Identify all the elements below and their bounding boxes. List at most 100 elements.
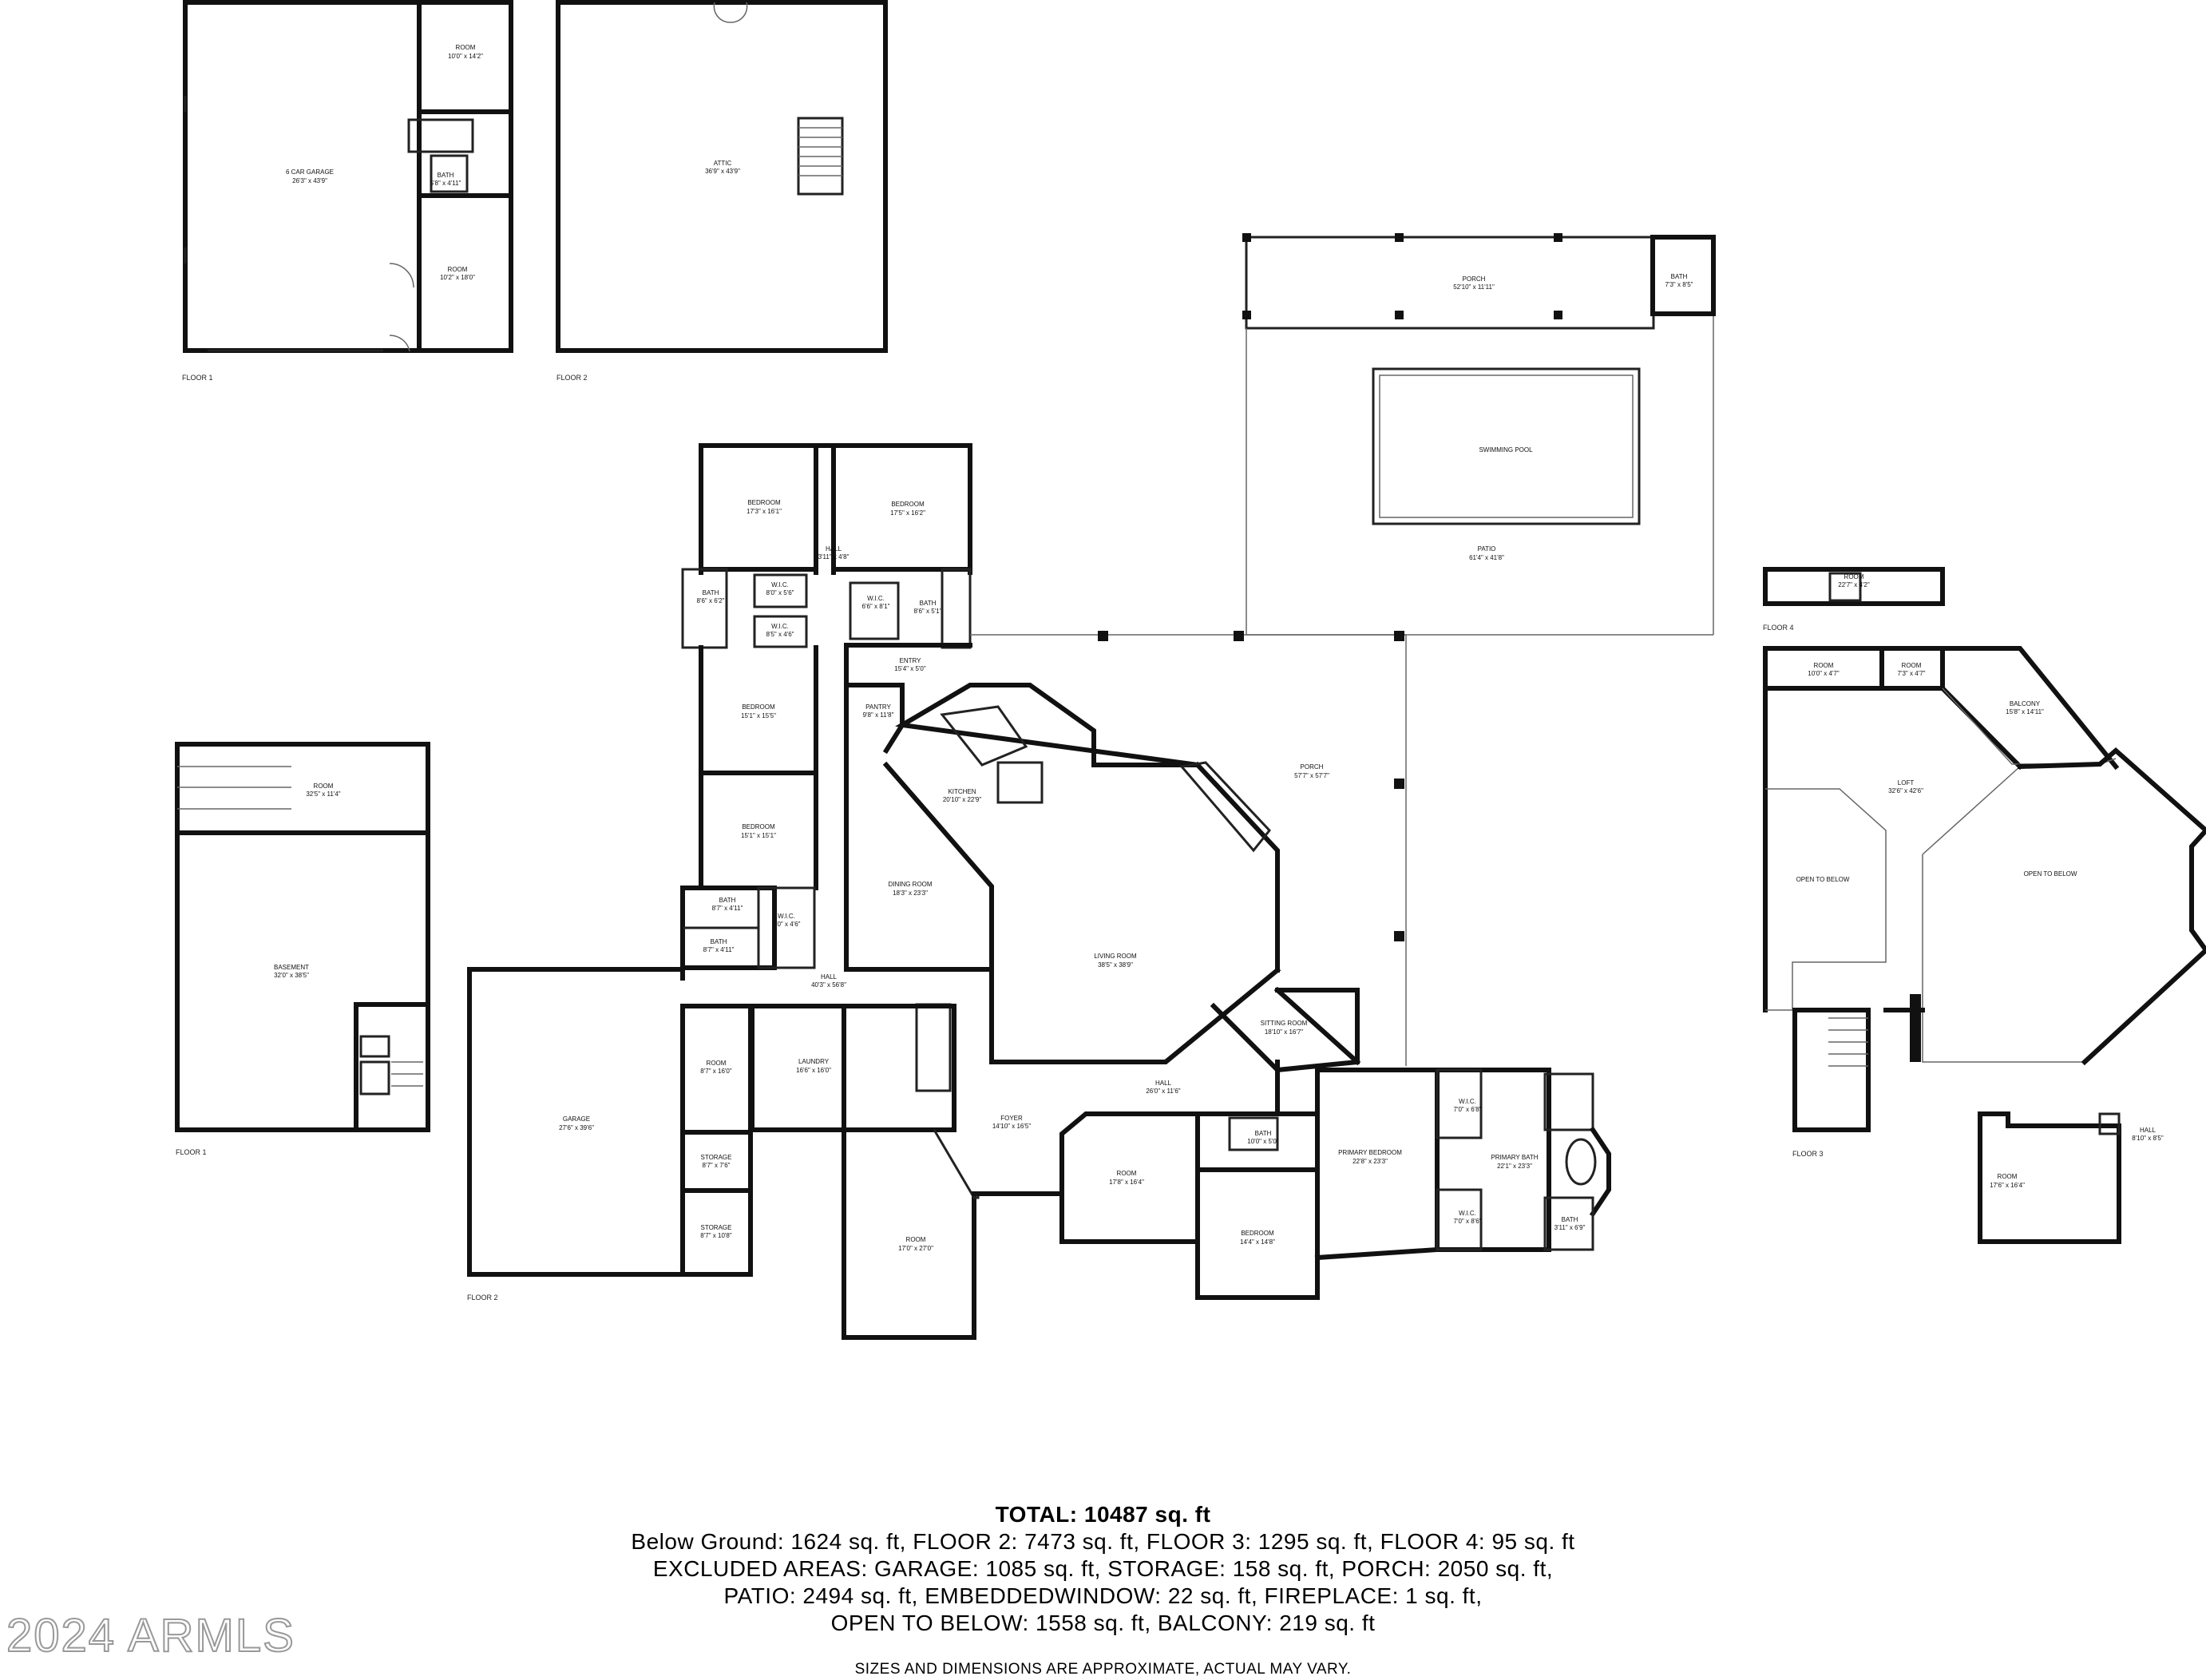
room-name: ROOM [906,1236,926,1243]
room-name: BASEMENT [274,964,309,971]
room-dimensions: 22'1" x 23'3" [1497,1163,1532,1170]
room-name: ROOM [448,266,468,273]
room-dimensions: 15'8" x 14'11" [2006,708,2044,715]
room-dimensions: 22'8" x 23'3" [1353,1158,1388,1165]
room-name: PORCH [1463,275,1486,283]
room-name: BATH [1562,1216,1578,1223]
room-name: DINING ROOM [888,881,932,888]
garage-building-floor1 [183,0,513,353]
room-name: W.I.C. [771,623,789,630]
room-name: KITCHEN [948,788,976,795]
room-dimensions: 10'2" x 18'0" [440,274,475,281]
room-dimensions: 8'6" x 6'2" [697,597,725,604]
room-dimensions: 7'0" x 4'6" [773,921,801,928]
room-name: BEDROOM [742,823,775,830]
room-dimensions: 8'7" x 10'8" [700,1232,732,1239]
room-name: BEDROOM [1241,1230,1274,1237]
room-dimensions: 14'10" x 16'5" [992,1123,1031,1130]
room-name: BATH [1255,1130,1272,1137]
floor4-plan [1763,567,1945,606]
room-dimensions: 16'6" x 16'0" [796,1067,831,1074]
room-name: ROOM [707,1060,727,1067]
total-area: TOTAL: 10487 sq. ft [995,1502,1211,1527]
room-dimensions: 15'1" x 15'1" [741,832,776,839]
basement [175,742,430,1132]
room-name: HALL [2140,1127,2156,1134]
room-name: ROOM [1998,1173,2018,1180]
floor-label: FLOOR 2 [556,374,588,382]
pool-area [1242,233,1716,636]
room-dimensions: 26'3" x 43'9" [292,177,327,184]
room-name: ROOM [1844,573,1864,580]
room-dimensions: 36'9" x 43'9" [705,168,740,175]
room-dimensions: 3'11" x 4'8" [818,553,850,561]
room-dimensions: 61'4" x 41'8" [1469,554,1504,561]
floor-label: FLOOR 4 [1763,624,1794,632]
room-name: OPEN TO BELOW [1796,876,1850,883]
area-summary: TOTAL: 10487 sq. ft Below Ground: 1624 s… [0,1501,2206,1637]
room-name: PATIO [1478,545,1496,553]
room-name: HALL [821,973,838,981]
room-dimensions: 27'6" x 39'6" [559,1124,594,1131]
room-dimensions: 10'0" x 5'0" [1247,1138,1279,1145]
room-name: PRIMARY BEDROOM [1338,1149,1402,1156]
room-dimensions: 8'10" x 8'5" [2132,1135,2164,1142]
room-name: ROOM [456,44,476,51]
excluded-areas-line: OPEN TO BELOW: 1558 sq. ft, BALCONY: 219… [830,1611,1376,1635]
room-name: W.I.C. [778,913,795,920]
room-name: BATH [438,172,454,179]
room-name: HALL [826,545,842,553]
room-name: ROOM [1814,662,1834,669]
room-name: SITTING ROOM [1261,1020,1308,1027]
room-name: W.I.C. [1459,1098,1476,1105]
room-dimensions: 10'0" x 14'2" [448,53,483,60]
room-dimensions: 7'3" x 4'7" [1898,670,1926,677]
room-name: PORCH [1301,763,1324,771]
room-dimensions: 17'5" x 16'2" [890,509,925,517]
room-name: W.I.C. [1459,1210,1476,1217]
floor-label: FLOOR 3 [1792,1150,1824,1158]
room-name: ROOM [1117,1170,1137,1177]
room-name: STORAGE [701,1224,732,1231]
room-name: BATH [920,600,937,607]
room-name: BEDROOM [742,703,775,711]
room-dimensions: 17'0" x 27'0" [898,1245,933,1252]
room-dimensions: 7'3" x 8'5" [1665,281,1693,288]
main-house [467,443,1611,1340]
room-dimensions: 8'7" x 4'11" [712,905,743,912]
disclaimer: SIZES AND DIMENSIONS ARE APPROXIMATE, AC… [854,1661,1352,1678]
room-dimensions: 26'0" x 11'6" [1146,1088,1180,1095]
room-dimensions: 17'6" x 16'4" [1990,1182,2025,1189]
room-name: HALL [1155,1080,1172,1087]
room-name: BATH [719,897,736,904]
room-dimensions: 18'3" x 23'3" [893,890,928,897]
room-dimensions: 10'0" x 4'7" [1808,670,1840,677]
room-name: BEDROOM [891,501,925,508]
room-dimensions: 17'8" x 16'4" [1109,1179,1144,1186]
floor-areas-line: Below Ground: 1624 sq. ft, FLOOR 2: 7473… [631,1529,1575,1554]
room-dimensions: 14'4" x 14'8" [1240,1238,1275,1246]
room-name: BALCONY [2010,700,2041,707]
room-dimensions: 8'6" x 5'1" [914,608,942,615]
floor-label: FLOOR 2 [467,1294,498,1302]
floor-label: FLOOR 1 [182,374,213,382]
room-name: ROOM [1902,662,1922,669]
room-name: W.I.C. [771,581,789,588]
room-dimensions: 52'10" x 11'11" [1453,283,1495,291]
room-name: STORAGE [701,1154,732,1161]
room-name: LOFT [1898,779,1915,787]
room-name: PANTRY [865,703,891,711]
room-dimensions: 32'0" x 38'5" [274,972,309,979]
room-dimensions: 15'1" x 15'5" [741,712,776,719]
room-dimensions: 40'3" x 56'8" [811,981,846,989]
room-name: OPEN TO BELOW [2024,870,2077,878]
watermark: 2024 ARMLS [6,1609,295,1662]
room-name: GARAGE [563,1115,590,1123]
room-dimensions: 17'3" x 16'1" [747,508,782,515]
room-dimensions: 20'10" x 22'9" [943,796,981,803]
room-name: W.I.C. [867,595,885,602]
room-dimensions: 8'7" x 16'0" [700,1068,732,1075]
room-dimensions: 5'8" x 4'11" [430,180,461,187]
room-name: BATH [1671,273,1688,280]
garage-building-floor2 [556,0,888,353]
